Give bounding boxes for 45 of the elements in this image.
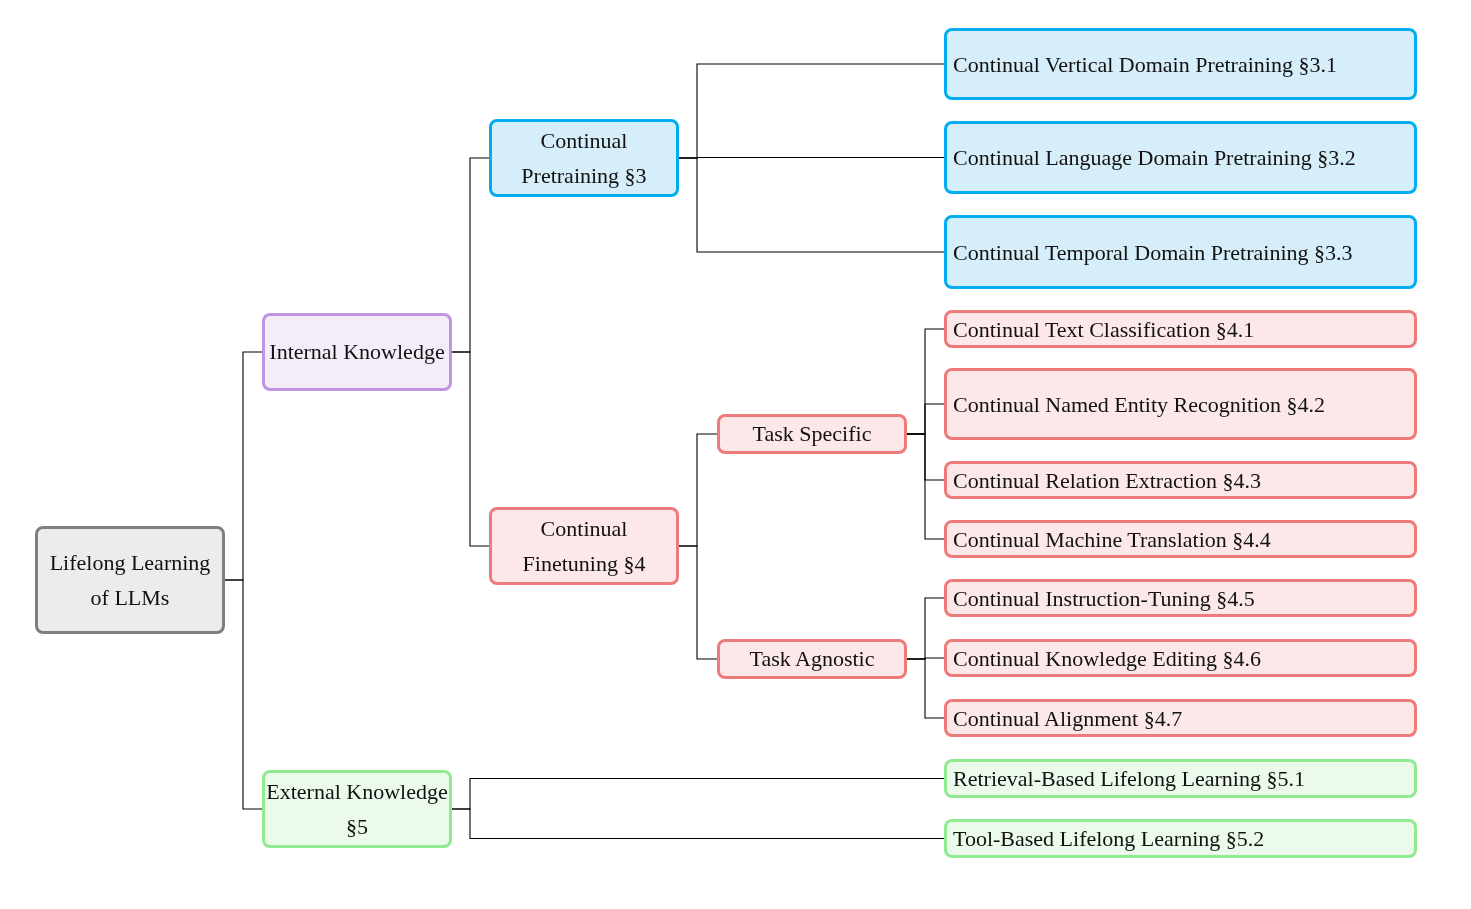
node-label: Continual Text Classification §4.1	[953, 315, 1255, 344]
category-box	[262, 313, 452, 391]
leaf-box	[944, 461, 1417, 499]
node-label: Continual Knowledge Editing §4.6	[953, 644, 1261, 673]
node-label: Continual Named Entity Recognition §4.2	[953, 390, 1326, 419]
category-box	[489, 119, 679, 197]
leaf-box	[944, 310, 1417, 348]
leaf-box	[944, 215, 1417, 289]
leaf-box	[944, 699, 1417, 737]
category-box	[717, 414, 907, 454]
category-box	[262, 770, 452, 848]
node-label: External Knowledge §5	[265, 777, 449, 841]
leaf-box	[944, 819, 1417, 858]
connector-line	[451, 351, 490, 547]
leaf-box	[944, 579, 1417, 617]
node-label: Continual Machine Translation §4.4	[953, 525, 1271, 554]
leaf-box	[944, 639, 1417, 677]
leaf-box	[944, 520, 1417, 558]
connector-line	[224, 579, 263, 810]
category-box	[717, 639, 907, 679]
leaf-box	[944, 368, 1417, 440]
node-label: Continual Pretraining §3	[520, 126, 648, 190]
node-label: Continual Finetuning §4	[521, 514, 647, 578]
node-label: Continual Alignment §4.7	[953, 704, 1183, 733]
node-label: Continual Relation Extraction §4.3	[953, 466, 1261, 495]
node-label: Task Agnostic	[749, 645, 875, 674]
leaf-box	[944, 28, 1417, 100]
connector-line	[678, 157, 945, 253]
node-label: Lifelong Learning of LLMs	[48, 548, 212, 612]
node-label: Internal Knowledge	[269, 338, 445, 367]
leaf-box	[944, 759, 1417, 798]
node-label: Task Specific	[752, 420, 872, 449]
node-label: Tool-Based Lifelong Learning §5.2	[953, 825, 1265, 853]
node-label: Retrieval-Based Lifelong Learning §5.1	[953, 765, 1305, 793]
leaf-box	[944, 121, 1417, 194]
category-box	[35, 526, 225, 634]
connector-line	[678, 545, 718, 660]
node-label: Continual Temporal Domain Pretraining §3.3	[953, 238, 1353, 267]
connector-line	[906, 658, 945, 719]
node-label: Continual Instruction-Tuning §4.5	[953, 584, 1255, 613]
connector-line	[906, 433, 945, 540]
node-label: Continual Language Domain Pretraining §3.2	[953, 144, 1356, 172]
connector-line	[451, 808, 945, 840]
node-label: Continual Vertical Domain Pretraining §3.1	[953, 50, 1337, 79]
category-box	[489, 507, 679, 585]
